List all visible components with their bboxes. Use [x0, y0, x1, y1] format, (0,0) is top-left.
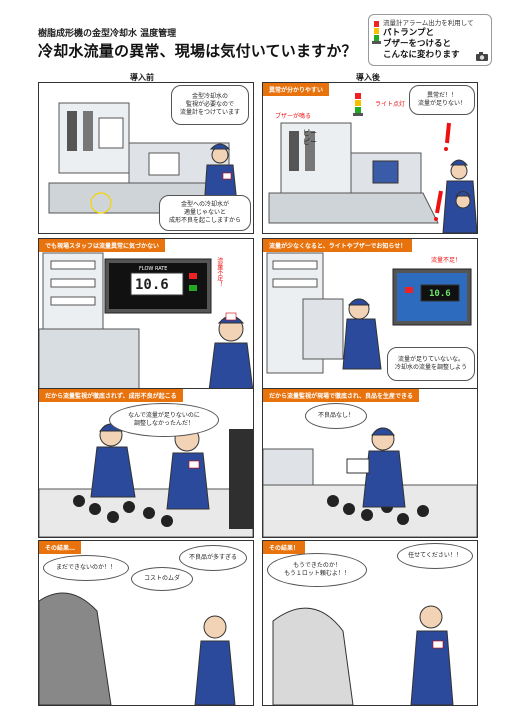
sfx-light: ライト点灯	[375, 101, 406, 108]
speech-bubble: 金型冷却水の 監視が必要なので 流量計をつけています	[171, 85, 249, 125]
machine-with-patlamp-illustration	[268, 93, 477, 233]
speech-bubble: 不良品が多すぎる	[179, 545, 247, 571]
alert-text: 流量不足！	[215, 257, 223, 287]
happy-result-illustration	[272, 605, 454, 705]
panel-4: 流量が少なくなると、ライトやブザーでお知らせ！ 10.6 流量不足！ 流量が足り…	[262, 238, 478, 392]
panel-banner: その結果…	[39, 541, 82, 554]
sfx-buzzer: ブザーが鳴る	[275, 113, 312, 120]
column-before-label: 導入前	[130, 73, 154, 82]
speech-bubble: コストのムダ	[131, 567, 193, 591]
info-callout: 流量計アラーム出力を利用して パトランプと ブザーをつけると こんなに変わります	[368, 14, 492, 66]
panel-6: だから流量監視が現場で徹底され、良品を生産できる 不良品なし！	[262, 388, 478, 538]
header-subtitle: 樹脂成形機の金型冷却水 温度管理	[38, 29, 177, 39]
speech-bubble: 流量が足りていないな。 冷却水の流量を調整しよう	[387, 347, 475, 381]
panel-banner: でも現場スタッフは流量異常に気づかない	[39, 239, 166, 252]
panel-banner: だから流量監視が徹底されず、成形不良が起こる	[39, 389, 183, 402]
camera-icon	[476, 52, 488, 61]
panel-1: 金型冷却水の 監視が必要なので 流量計をつけています 金型への冷却水が 適量じゃ…	[38, 82, 254, 234]
speech-bubble: なんで流量が足りないのに 調整しなかったんだ！	[109, 403, 219, 437]
panel-8: その結果！ もうできたのか！ もう１ロット頼むよ！！ 任せてください！！	[262, 540, 478, 706]
patlamp-icon	[372, 21, 381, 44]
alert-text: 流量不足！	[431, 257, 462, 264]
scolding-illustration	[39, 423, 253, 537]
callout-line2: パトランプと	[383, 28, 435, 38]
worker-adjusting-illustration	[266, 252, 472, 374]
sfx-beep: ピー ピー	[303, 129, 317, 147]
page-title: 冷却水流量の異常、現場は気付いていますか？	[38, 42, 357, 60]
flowmeter-closeup-illustration	[39, 252, 253, 391]
speech-bubble: 任せてください！！	[397, 543, 473, 569]
panel-5: だから流量監視が徹底されず、成形不良が起こる なんで流量が足りないのに 調整しな…	[38, 388, 254, 538]
speech-bubble: 異常だ！！ 流量が足りない！	[409, 85, 475, 115]
callout-line3: ブザーをつけると	[383, 39, 452, 49]
speech-bubble: 金型への冷却水が 適量じゃないと 成形不良を起こしますから	[159, 195, 251, 231]
panel-banner: その結果！	[263, 541, 306, 554]
panel-banner: だから流量監視が現場で徹底され、良品を生産できる	[263, 389, 419, 402]
meter-label: FLOW RATE	[139, 266, 168, 272]
panel-banner: 異常が分かりやすい	[263, 83, 330, 96]
meter-value: 10.6	[429, 289, 451, 299]
speech-bubble: 不良品なし！	[305, 403, 367, 429]
callout-line4: こんなに変わります	[383, 50, 460, 60]
cost-waste-illustration	[39, 592, 236, 705]
speech-bubble: もうできたのか！ もう１ロット頼むよ！！	[267, 553, 367, 587]
column-after-label: 導入後	[356, 73, 380, 82]
speech-bubble: まだできないのか！！	[43, 555, 129, 581]
good-products-illustration	[263, 427, 477, 537]
panel-banner: 流量が少なくなると、ライトやブザーでお知らせ！	[263, 239, 413, 252]
callout-line1: 流量計アラーム出力を利用して	[383, 19, 474, 27]
panel-7: その結果… まだできないのか！！ コストのムダ 不良品が多すぎる	[38, 540, 254, 706]
panel-3: でも現場スタッフは流量異常に気づかない FLOW RATE 10.6 流量不足！	[38, 238, 254, 392]
meter-value: 10.6	[135, 277, 169, 293]
panel-2: 異常が分かりやすい ライト点灯 ブザーが鳴る ピー ピー 異常だ！！ 流量が足り…	[262, 82, 478, 234]
